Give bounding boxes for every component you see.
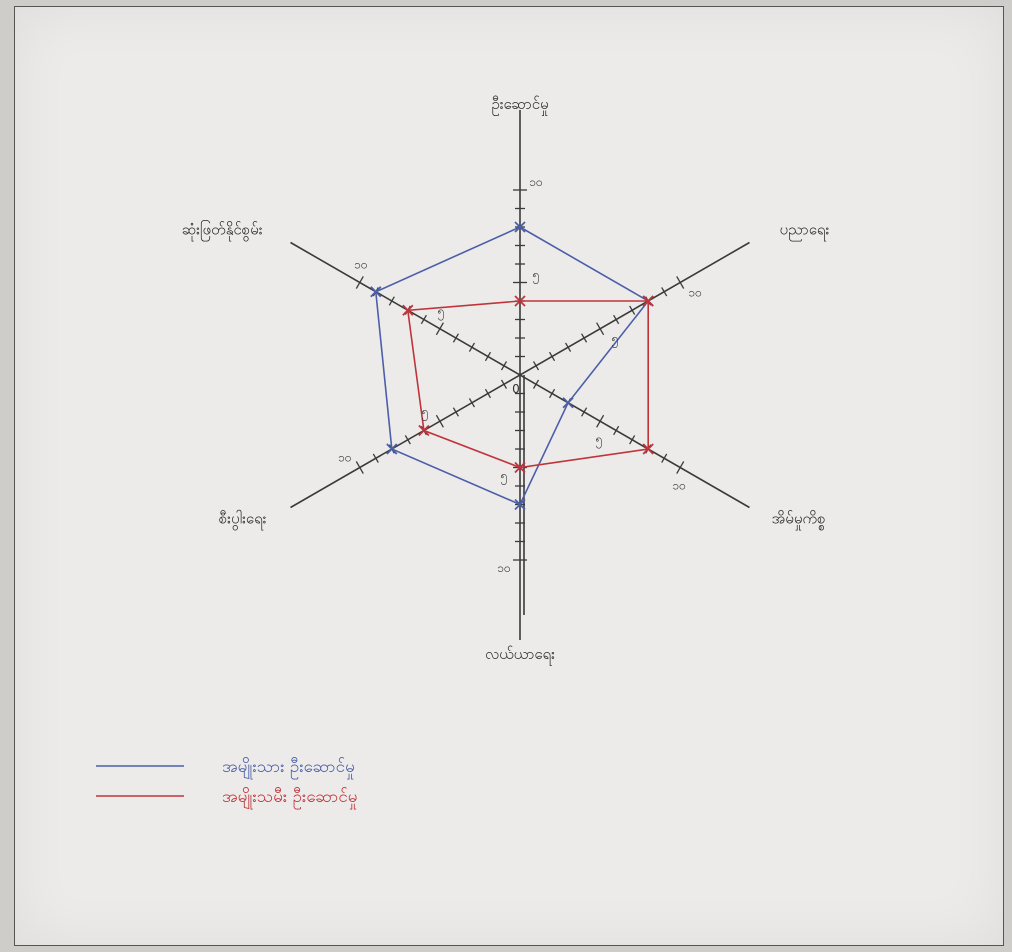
axis-tick xyxy=(661,287,668,297)
tick-label: ၁၀ xyxy=(672,478,686,492)
axis-line-3 xyxy=(290,241,750,509)
axis-label-3: အိမ်မှုကိစ္စ xyxy=(771,510,825,531)
data-point xyxy=(386,443,398,455)
legend-label-1: အမျိုးသား ဦးဆောင်မှု xyxy=(222,757,355,780)
axis-tick xyxy=(484,351,492,362)
axis-tick xyxy=(420,314,427,325)
legend-label-2: အမျိုးသမီး ဦးဆောင်မှု xyxy=(222,787,358,810)
data-point xyxy=(370,286,382,298)
data-point xyxy=(514,295,526,307)
axis-tick xyxy=(532,361,540,371)
axis-tick xyxy=(355,461,364,474)
axis-tick xyxy=(435,322,444,336)
tick-label: ၅ xyxy=(422,404,429,421)
data-point xyxy=(642,295,654,307)
tick-label: ၁၀ xyxy=(497,561,511,575)
tick-label: ၅ xyxy=(438,304,445,321)
axis-tick xyxy=(468,398,475,408)
tick-label: ၁၀ xyxy=(529,175,543,189)
axis-tick xyxy=(500,379,508,389)
axis-label-4: လယ်ယာရေး xyxy=(485,645,555,666)
data-point xyxy=(514,221,526,233)
axis-tick xyxy=(581,407,588,417)
tick-label: ၁၀ xyxy=(688,285,702,299)
axis-label-5: စီးပွါးရေး xyxy=(219,510,267,531)
axis-tick xyxy=(596,322,605,336)
tick-label: ၁၀ xyxy=(354,258,368,272)
tick-label: ၁၀ xyxy=(338,451,352,465)
axis-tick xyxy=(548,351,556,362)
axis-tick xyxy=(629,305,636,315)
data-point xyxy=(562,397,574,409)
tick-label: ၅ xyxy=(533,268,540,285)
axis-tick xyxy=(581,333,588,343)
axis-tick xyxy=(613,314,620,325)
axis-tick xyxy=(548,388,556,399)
data-point xyxy=(418,424,430,437)
data-point xyxy=(514,498,526,511)
axis-tick xyxy=(355,276,364,289)
axis-tick xyxy=(596,414,605,428)
data-point xyxy=(402,304,414,316)
tick-label: ၅ xyxy=(612,332,619,349)
tick-label: ၅ xyxy=(501,469,508,486)
axis-tick xyxy=(676,461,685,474)
series-polygon-1 xyxy=(374,226,650,506)
axis-tick xyxy=(676,276,685,289)
axis-tick xyxy=(532,379,540,389)
axis-tick xyxy=(500,361,508,371)
axis-tick xyxy=(661,453,668,463)
series-polygon-2 xyxy=(406,300,650,469)
axis-label-1: ဦးဆောင်မှု xyxy=(491,95,548,116)
axis-tick xyxy=(388,296,395,306)
axis-tick xyxy=(468,342,475,352)
axis-tick xyxy=(484,388,492,399)
paper-sheet xyxy=(14,6,1004,946)
axis-tick xyxy=(372,453,379,463)
axis-tick xyxy=(452,407,459,417)
tick-label: ၅ xyxy=(596,432,603,449)
axis-tick xyxy=(452,333,459,343)
axis-tick xyxy=(404,435,411,445)
axis-tick xyxy=(435,414,444,428)
tick-label-zero: 0 xyxy=(512,382,520,396)
axis-tick xyxy=(629,435,636,445)
axis-tick xyxy=(613,425,620,436)
data-point xyxy=(642,443,654,455)
axis-tick xyxy=(565,342,572,352)
axis-label-2: ပညာရေး xyxy=(779,221,829,242)
axis-label-6: ဆုံးဖြတ်နိုင်စွမ်း xyxy=(182,220,263,242)
data-point xyxy=(514,461,526,474)
